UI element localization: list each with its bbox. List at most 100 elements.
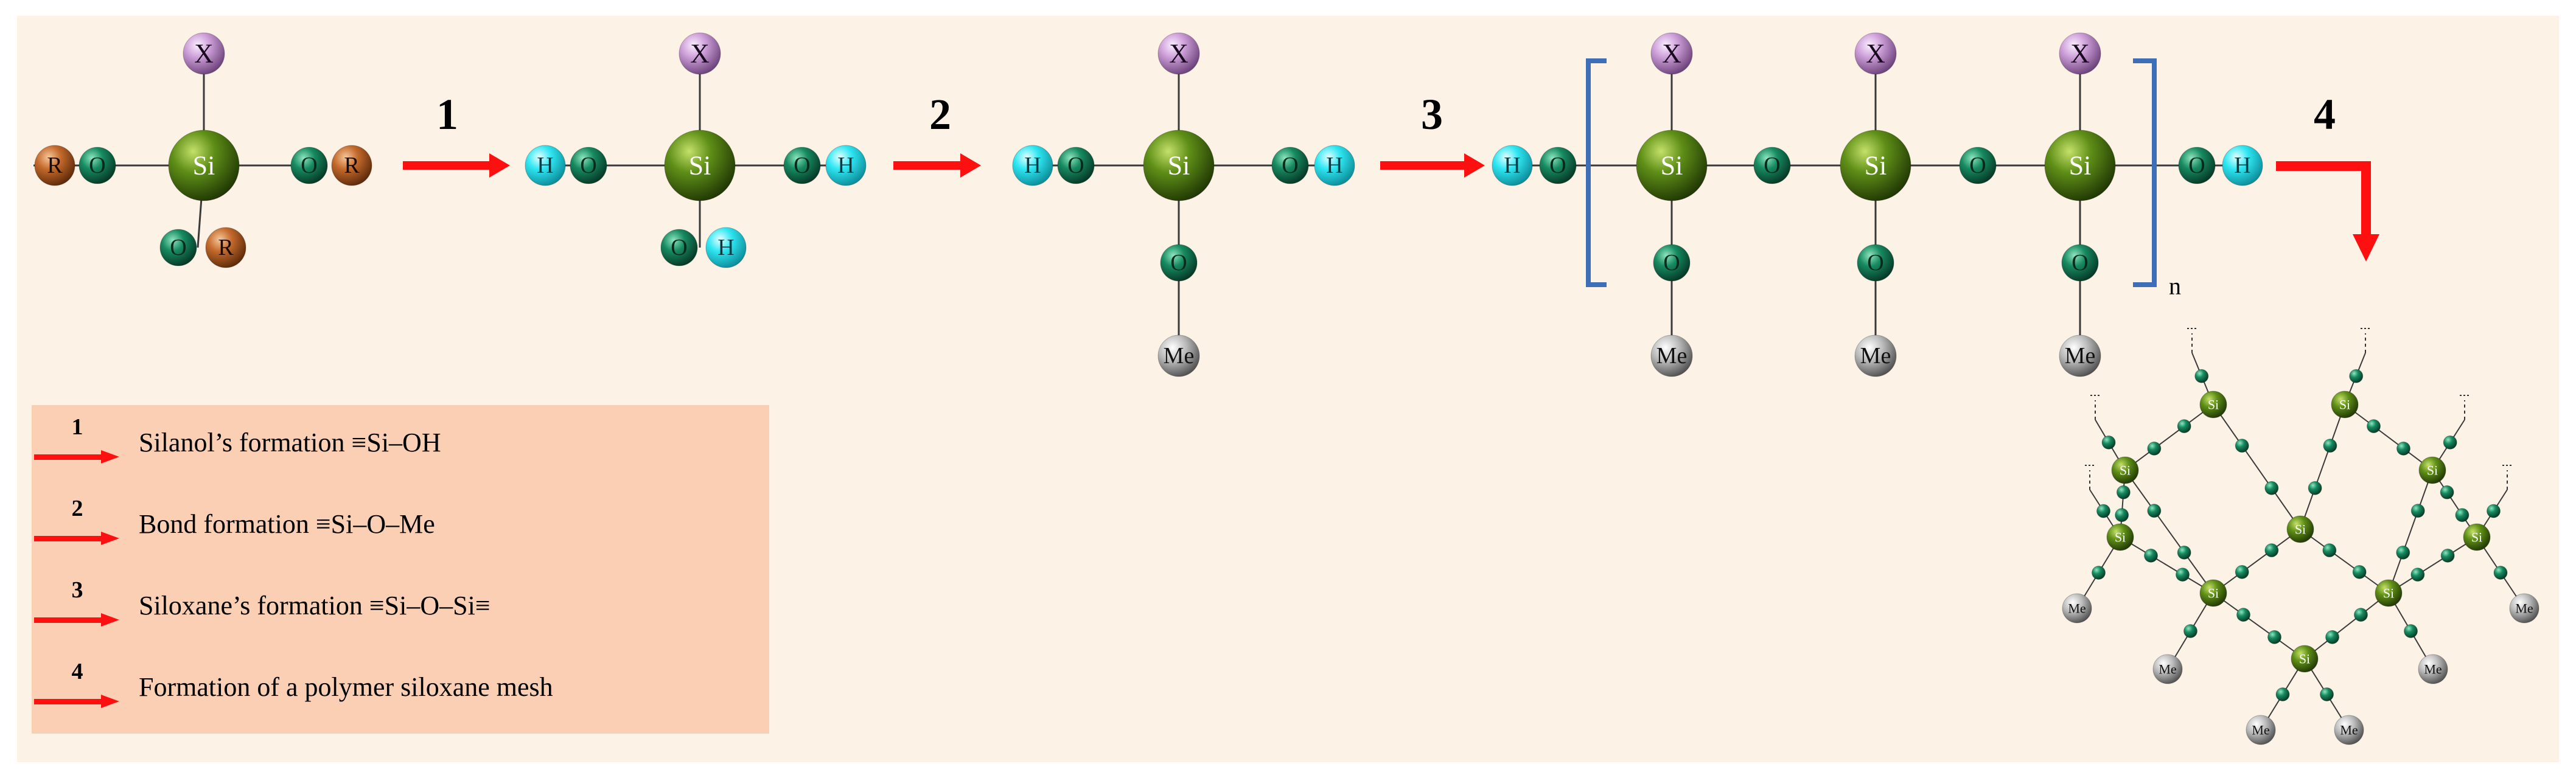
hydrogen-atom-label: H [1326, 153, 1342, 178]
oxygen-atom [2183, 624, 2197, 638]
methyl-group-atom [2059, 335, 2101, 377]
silicon-atom [2286, 515, 2314, 543]
oxygen-atom [2396, 545, 2410, 560]
methyl-group-atom-label: Me [2424, 662, 2442, 677]
silicon-atom-label: Si [2208, 586, 2219, 601]
oxygen-atom [2440, 485, 2454, 499]
oxygen-atom [2349, 369, 2364, 383]
hydrogen-atom [2222, 145, 2263, 186]
reaction-arrow [403, 161, 492, 170]
silicon-atom [1636, 130, 1708, 201]
alkyl-group-atom [34, 145, 75, 186]
legend-label: Siloxane’s formation ≡Si–O–Si≡ [139, 591, 490, 620]
functional-group-atom [679, 32, 721, 75]
functional-group-atom [1854, 32, 1897, 75]
silicon-atom-label: Si [2339, 397, 2350, 412]
oxygen-atom-label: O [89, 153, 105, 178]
oxygen-atom [2367, 419, 2381, 434]
oxygen-atom [2455, 508, 2470, 523]
bond-line [2124, 404, 2214, 471]
oxygen-atom [783, 147, 821, 184]
oxygen-atom [79, 147, 116, 184]
silicon-atom [2106, 523, 2134, 551]
bond-line [2213, 529, 2301, 594]
oxygen-atom-label: O [794, 153, 810, 178]
silicon-atom-label: Si [2295, 522, 2306, 537]
legend-item-3: 3 Siloxane’s formation ≡Si–O–Si≡ [32, 568, 769, 647]
methyl-group-atom [1650, 335, 1693, 377]
methyl-group-atom-label: Me [2515, 601, 2533, 616]
oxygen-atom-label: O [1067, 153, 1084, 178]
oxygen-atom [2275, 687, 2290, 701]
red-arrow-icon [34, 613, 119, 627]
silicon-atom [2199, 391, 2227, 419]
oxygen-atom [2264, 543, 2279, 558]
silicon-atom [2418, 456, 2446, 484]
oxygen-atom [2308, 481, 2322, 495]
silicon-atom-label: Si [2120, 463, 2131, 478]
oxygen-atom [2493, 566, 2508, 580]
oxygen-atom [2352, 564, 2367, 579]
alkyl-group-atom [205, 227, 246, 268]
reaction-arrow-head [2353, 234, 2379, 262]
silicon-atom-label: Si [1168, 151, 1190, 181]
oxygen-atom [2410, 568, 2425, 582]
legend-label: Bond formation ≡Si–O–Me [139, 509, 435, 539]
oxygen-atom [290, 147, 328, 184]
atom-spheres [34, 32, 2539, 745]
legend-item-1: 1 Silanol’s formation ≡Si–OH [32, 405, 769, 484]
hydrogen-atom [1012, 145, 1053, 186]
bond-line [2213, 404, 2301, 530]
alkyl-group-atom [331, 145, 372, 186]
oxygen-atom [2267, 630, 2281, 644]
methyl-group-atom [2418, 654, 2448, 684]
red-arrow-icon [34, 695, 119, 708]
oxygen-atom [2147, 441, 2162, 456]
functional-group-atom-label: X [194, 39, 214, 69]
oxygen-atom [2147, 504, 2162, 518]
oxygen-atom [2487, 504, 2501, 518]
functional-group-atom-label: X [1662, 39, 1681, 69]
methyl-group-atom [2152, 654, 2183, 684]
methyl-group-atom-label: Me [2340, 723, 2358, 738]
oxygen-atom [570, 147, 607, 184]
oxygen-atom-label: O [580, 153, 596, 178]
oxygen-atom-label: O [1663, 250, 1680, 276]
silicon-atom [2291, 645, 2319, 673]
oxygen-atom-label: O [170, 235, 186, 260]
oxygen-atom [1857, 244, 1894, 282]
methyl-group-atom-label: Me [1860, 343, 1891, 369]
oxygen-atom [1160, 244, 1198, 282]
oxygen-atom-label: O [2072, 250, 2088, 276]
oxygen-atom [1271, 147, 1309, 184]
oxygen-atom [2235, 564, 2249, 579]
hydrogen-atom [825, 145, 867, 186]
oxygen-atom [1959, 147, 1997, 184]
silicon-atom-label: Si [1661, 151, 1683, 181]
silicon-atom [2111, 456, 2139, 484]
methyl-group-atom-label: Me [2068, 601, 2086, 616]
bond-line [2120, 537, 2214, 594]
oxygen-atom [2235, 439, 2249, 453]
bond-line [2304, 592, 2389, 659]
hydrogen-atom [1314, 145, 1355, 186]
oxygen-atom [2177, 419, 2191, 434]
oxygen-atom [2323, 439, 2337, 453]
hydrogen-atom-label: H [837, 153, 854, 178]
oxygen-atom [2176, 568, 2190, 582]
hydrogen-atom [705, 227, 747, 268]
hydrogen-atom [1492, 145, 1533, 186]
oxygen-atom-label: O [1867, 250, 1883, 276]
hydrogen-atom-label: H [537, 153, 553, 178]
oxygen-atom-label: O [2188, 153, 2205, 178]
oxygen-atom [1539, 147, 1577, 184]
silicon-atom [2463, 523, 2491, 551]
step-number-3: 3 [1421, 90, 1443, 139]
oxygen-atom-label: O [1549, 153, 1566, 178]
oxygen-atom [660, 229, 698, 266]
methyl-group-atom [1854, 335, 1897, 377]
silicon-atom-label: Si [2069, 151, 2092, 181]
oxygen-atom [2101, 435, 2116, 450]
functional-group-atom-label: X [2070, 39, 2090, 69]
